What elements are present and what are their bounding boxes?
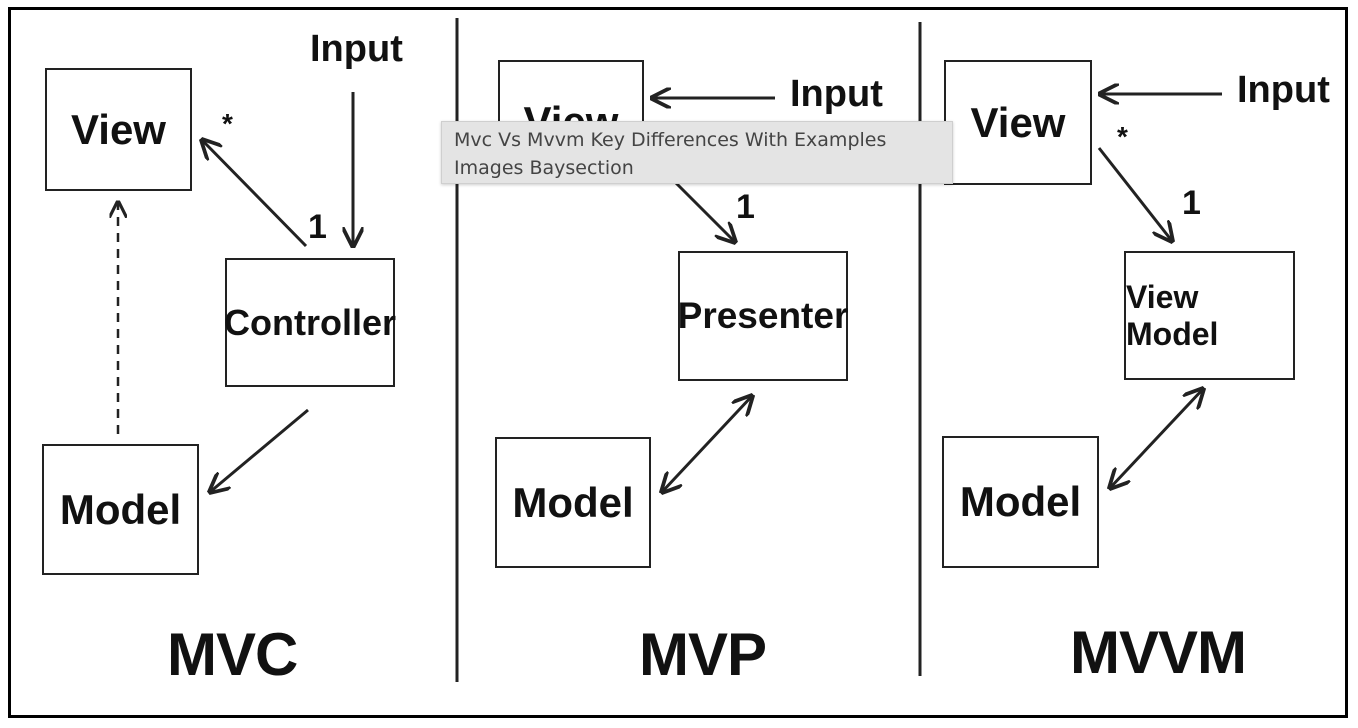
image-title-tooltip: Mvc Vs Mvvm Key Differences With Example… — [441, 121, 953, 184]
mvp-presenter-box: Presenter — [678, 251, 848, 381]
mvc-title: MVC — [167, 621, 298, 688]
mvp-view-to-presenter-arrow — [674, 181, 735, 242]
mvp-title: MVP — [639, 621, 767, 688]
mvvm-viewmodel-box: View Model — [1124, 251, 1295, 380]
mvvm-view-to-viewmodel-arrow — [1097, 147, 1172, 241]
mvp-model-box: Model — [495, 437, 651, 568]
mvvm-view-box: View — [944, 60, 1092, 185]
mvvm-model-box: Model — [942, 436, 1099, 568]
mvvm-star-label: * — [1117, 121, 1128, 152]
mvc-controller-box: Controller — [224, 258, 396, 387]
mvvm-one-label: 1 — [1182, 184, 1201, 222]
mvc-view-box: View — [45, 68, 192, 191]
mvc-controller-to-model-arrow — [210, 408, 309, 492]
mvp-one-label: 1 — [736, 188, 755, 226]
mvc-one-label: 1 — [308, 208, 327, 246]
mvc-controller-to-view-arrow — [202, 140, 308, 248]
mvc-input-label: Input — [310, 28, 403, 70]
mvc-model-box: Model — [42, 444, 199, 575]
mvp-input-label: Input — [790, 73, 883, 115]
mvvm-title: MVVM — [1070, 619, 1247, 686]
mvvm-input-label: Input — [1237, 69, 1330, 111]
mvc-star-label: * — [222, 108, 233, 139]
mvvm-viewmodel-model-arrow — [1110, 389, 1203, 488]
mvp-presenter-model-arrow — [662, 396, 752, 492]
